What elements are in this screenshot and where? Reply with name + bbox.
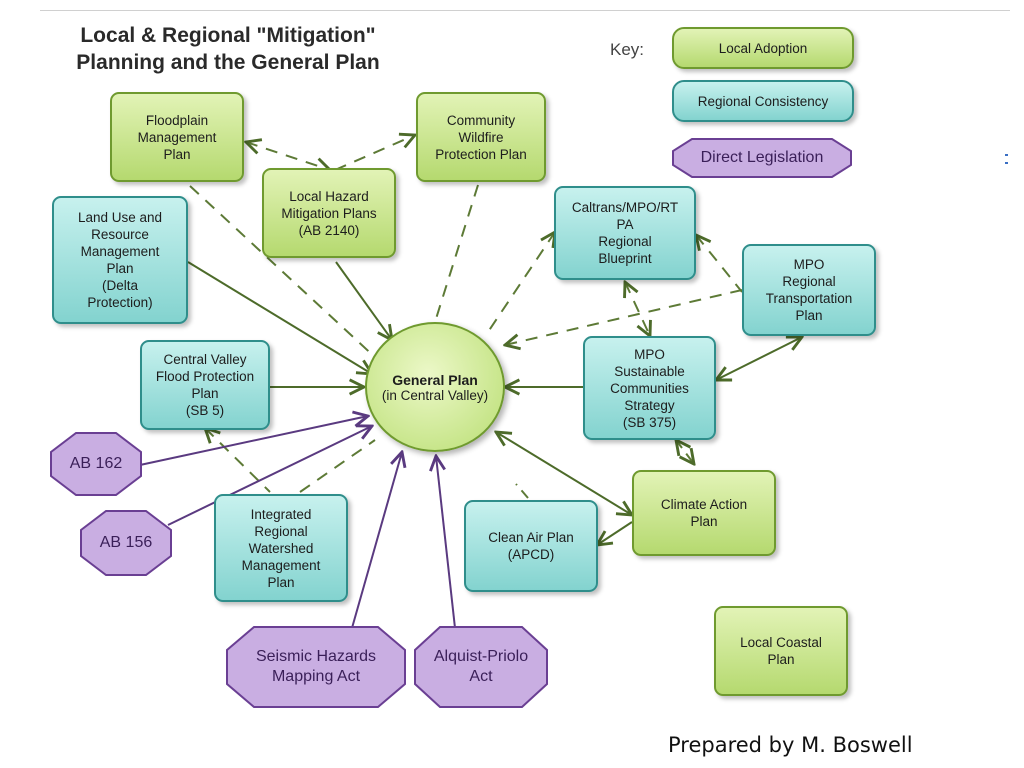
edge-ab156-center [167,426,372,526]
node-climate-action-plan: Climate Action Plan [632,470,776,556]
node-alquist-priolo-act: Alquist-Priolo Act [414,626,548,708]
node-community-wildfire-protection-plan: Community Wildfire Protection Plan [416,92,546,182]
edge-floodplain-center [189,185,379,361]
edge-wildfire-center [434,184,479,323]
octagon-shape [414,626,548,708]
key-direct-legislation-label: Direct Legislation [700,149,824,166]
key-regional-consistency: Regional Consistency [672,80,854,122]
octagon-shape [672,138,852,178]
edge-caltrans-scs [625,282,650,336]
ab-156-label: AB 156 [99,534,153,551]
edge-scs-mpo [716,337,802,380]
key-direct-legislation: Direct Legislation [672,138,852,178]
node-clean-air-plan: Clean Air Plan (APCD) [464,500,598,592]
octagon-shape [226,626,406,708]
footer-credit: Prepared by M. Boswell [668,733,913,757]
octagon-shape [50,432,142,496]
edge-seismic-center [351,452,402,629]
node-regional-blueprint: Caltrans/MPO/RT PA Regional Blueprint [554,186,696,280]
node-ab-162: AB 162 [50,432,142,496]
node-integrated-regional-watershed-plan: Integrated Regional Watershed Management… [214,494,348,602]
node-mpo-regional-transportation-plan: MPO Regional Transportation Plan [742,244,876,336]
edge-ab162-center [139,416,368,466]
edge-center-climate [496,432,632,515]
top-divider [40,10,1010,11]
ab-162-label: AB 162 [69,455,123,472]
node-ab-156: AB 156 [80,510,172,576]
edge-hazard-wildfire [334,135,415,171]
edge-hazard-center [335,261,392,340]
edge-alquist-center [436,456,456,629]
general-plan-title: General Plan [392,371,478,388]
edge-floodplain-hazard [246,142,330,170]
node-general-plan: General Plan (in Central Valley) [365,322,505,452]
edge-landuse-center [187,261,372,374]
general-plan-subtitle: (in Central Valley) [381,387,489,403]
node-land-use-resource-management-plan: Land Use and Resource Management Plan (D… [52,196,188,324]
seismic-hazards-label: Seismic Hazards Mapping Act [255,648,377,685]
edge-climate-cleanair [597,521,633,545]
edge-watershed-center [299,439,376,493]
edge-scs-climate [676,440,694,464]
node-local-hazard-mitigation-plans: Local Hazard Mitigation Plans (AB 2140) [262,168,396,258]
node-floodplain-management-plan: Floodplain Management Plan [110,92,244,182]
edge-caltrans-mpo [696,235,743,293]
key-local-adoption: Local Adoption [672,27,854,69]
node-mpo-sustainable-communities-strategy: MPO Sustainable Communities Strategy (SB… [583,336,716,440]
key-label: Key: [610,40,645,59]
alquist-priolo-label: Alquist-Priolo Act [433,648,529,685]
edge-caltrans-center [487,232,555,333]
node-central-valley-flood-protection-plan: Central Valley Flood Protection Plan (SB… [140,340,270,430]
edge-cvflood-watershed [205,428,271,493]
diagram-title: Local & Regional "Mitigation" Planning a… [76,24,380,74]
edge-cleanair-center [515,483,529,499]
edge-fragment-mark [1005,154,1008,164]
octagon-shape [80,510,172,576]
node-local-coastal-plan: Local Coastal Plan [714,606,848,696]
node-seismic-hazards-mapping-act: Seismic Hazards Mapping Act [226,626,406,708]
